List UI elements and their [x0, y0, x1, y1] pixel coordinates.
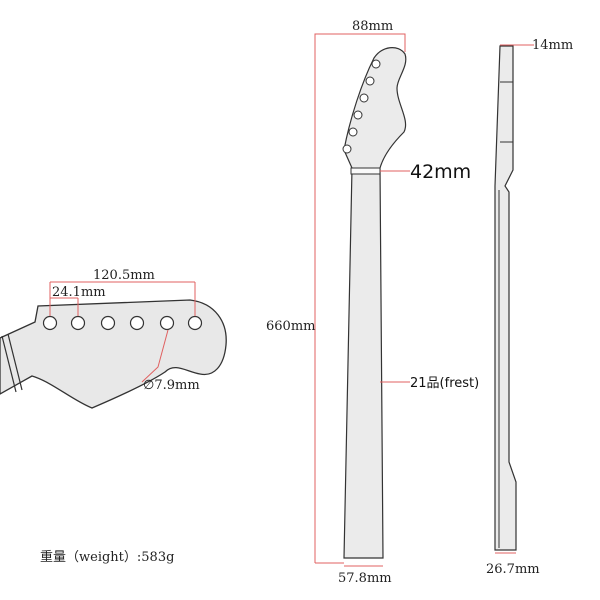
front-tuner-hole — [342, 144, 352, 154]
neck-side-outline — [494, 45, 517, 551]
headstock-closeup: 120.5mm 24.1mm ∅7.9mm — [0, 268, 227, 409]
tuner-hole — [159, 315, 175, 331]
closeup-nut-line — [1, 335, 17, 393]
neck-front-view: 88mm 660mm 42mm 21品(frest) 57.8mm — [266, 19, 479, 586]
tuner-spacing-label: 24.1mm — [52, 285, 106, 300]
hole-diameter-leader — [141, 329, 169, 383]
tuner-hole — [129, 315, 145, 331]
closeup-nut-line-2 — [7, 333, 23, 391]
nut-width-label: 42mm — [410, 161, 471, 183]
hole-diameter-label: ∅7.9mm — [143, 378, 200, 393]
front-tuner-hole — [348, 127, 358, 137]
front-tuner-hole — [353, 110, 363, 120]
tuner-hole — [70, 315, 86, 331]
tuner-hole — [100, 315, 116, 331]
nut — [350, 167, 381, 175]
tuner-hole — [42, 315, 58, 331]
front-tuner-hole — [359, 93, 369, 103]
head-thickness-label: 14mm — [532, 38, 573, 53]
tuner-hole — [187, 315, 203, 331]
neck-front-outline — [343, 47, 407, 559]
fret-count-label: 21品(frest) — [410, 376, 479, 391]
weight-label: 重量（weight）:583g — [40, 549, 174, 565]
neck-thickness-label: 26.7mm — [486, 562, 540, 577]
length-label: 660mm — [266, 319, 315, 334]
tuner-span-label: 120.5mm — [93, 268, 155, 283]
neck-side-view: 14mm 26.7mm — [486, 38, 573, 577]
front-tuner-hole — [371, 59, 381, 69]
headstock-width-dim — [314, 33, 406, 52]
front-tuner-hole — [365, 76, 375, 86]
headstock-width-label: 88mm — [352, 19, 393, 34]
heel-width-label: 57.8mm — [338, 571, 392, 586]
